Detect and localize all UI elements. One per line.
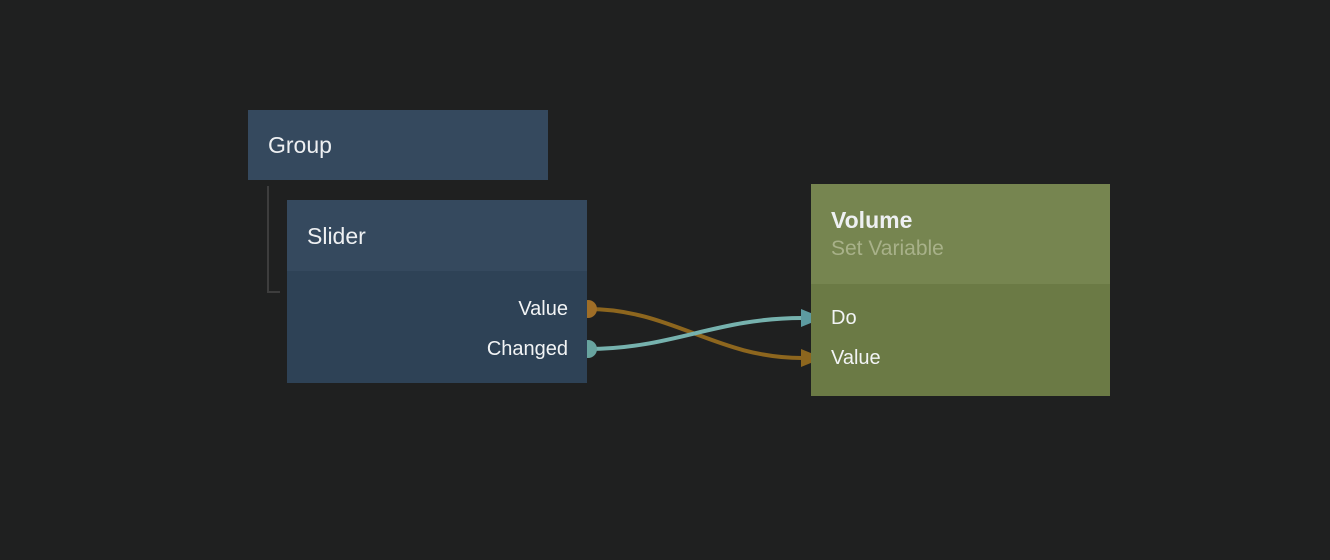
slider-node-body: Value Changed <box>287 271 587 383</box>
group-node-header: Group <box>248 110 548 180</box>
slider-output-value-label: Value <box>518 297 568 320</box>
volume-input-value-label: Value <box>831 346 881 369</box>
slider-output-changed-label: Changed <box>486 337 568 360</box>
slider-node-title: Slider <box>307 222 366 249</box>
volume-node-title: Volume <box>831 207 913 233</box>
node-slider[interactable]: Slider Value Changed <box>287 200 587 383</box>
group-slider-hierarchy-line <box>267 186 280 293</box>
wire-slider-changed-to-volume-do[interactable] <box>586 316 804 351</box>
slider-output-value[interactable]: Value <box>518 289 568 329</box>
node-group[interactable]: Group <box>248 110 548 180</box>
slider-node-header: Slider <box>287 200 587 271</box>
group-node-title: Group <box>268 132 332 158</box>
volume-input-value[interactable]: Value <box>831 338 881 378</box>
slider-output-changed[interactable]: Changed <box>487 329 568 369</box>
volume-node-header: Volume Set Variable <box>811 184 1110 284</box>
volume-input-do[interactable]: Do <box>831 298 857 338</box>
volume-node-body: Do Value <box>811 284 1110 396</box>
volume-node-subtitle: Set Variable <box>831 237 944 260</box>
volume-input-do-label: Do <box>831 306 857 329</box>
node-volume-set-variable[interactable]: Volume Set Variable Do Value <box>811 184 1110 396</box>
